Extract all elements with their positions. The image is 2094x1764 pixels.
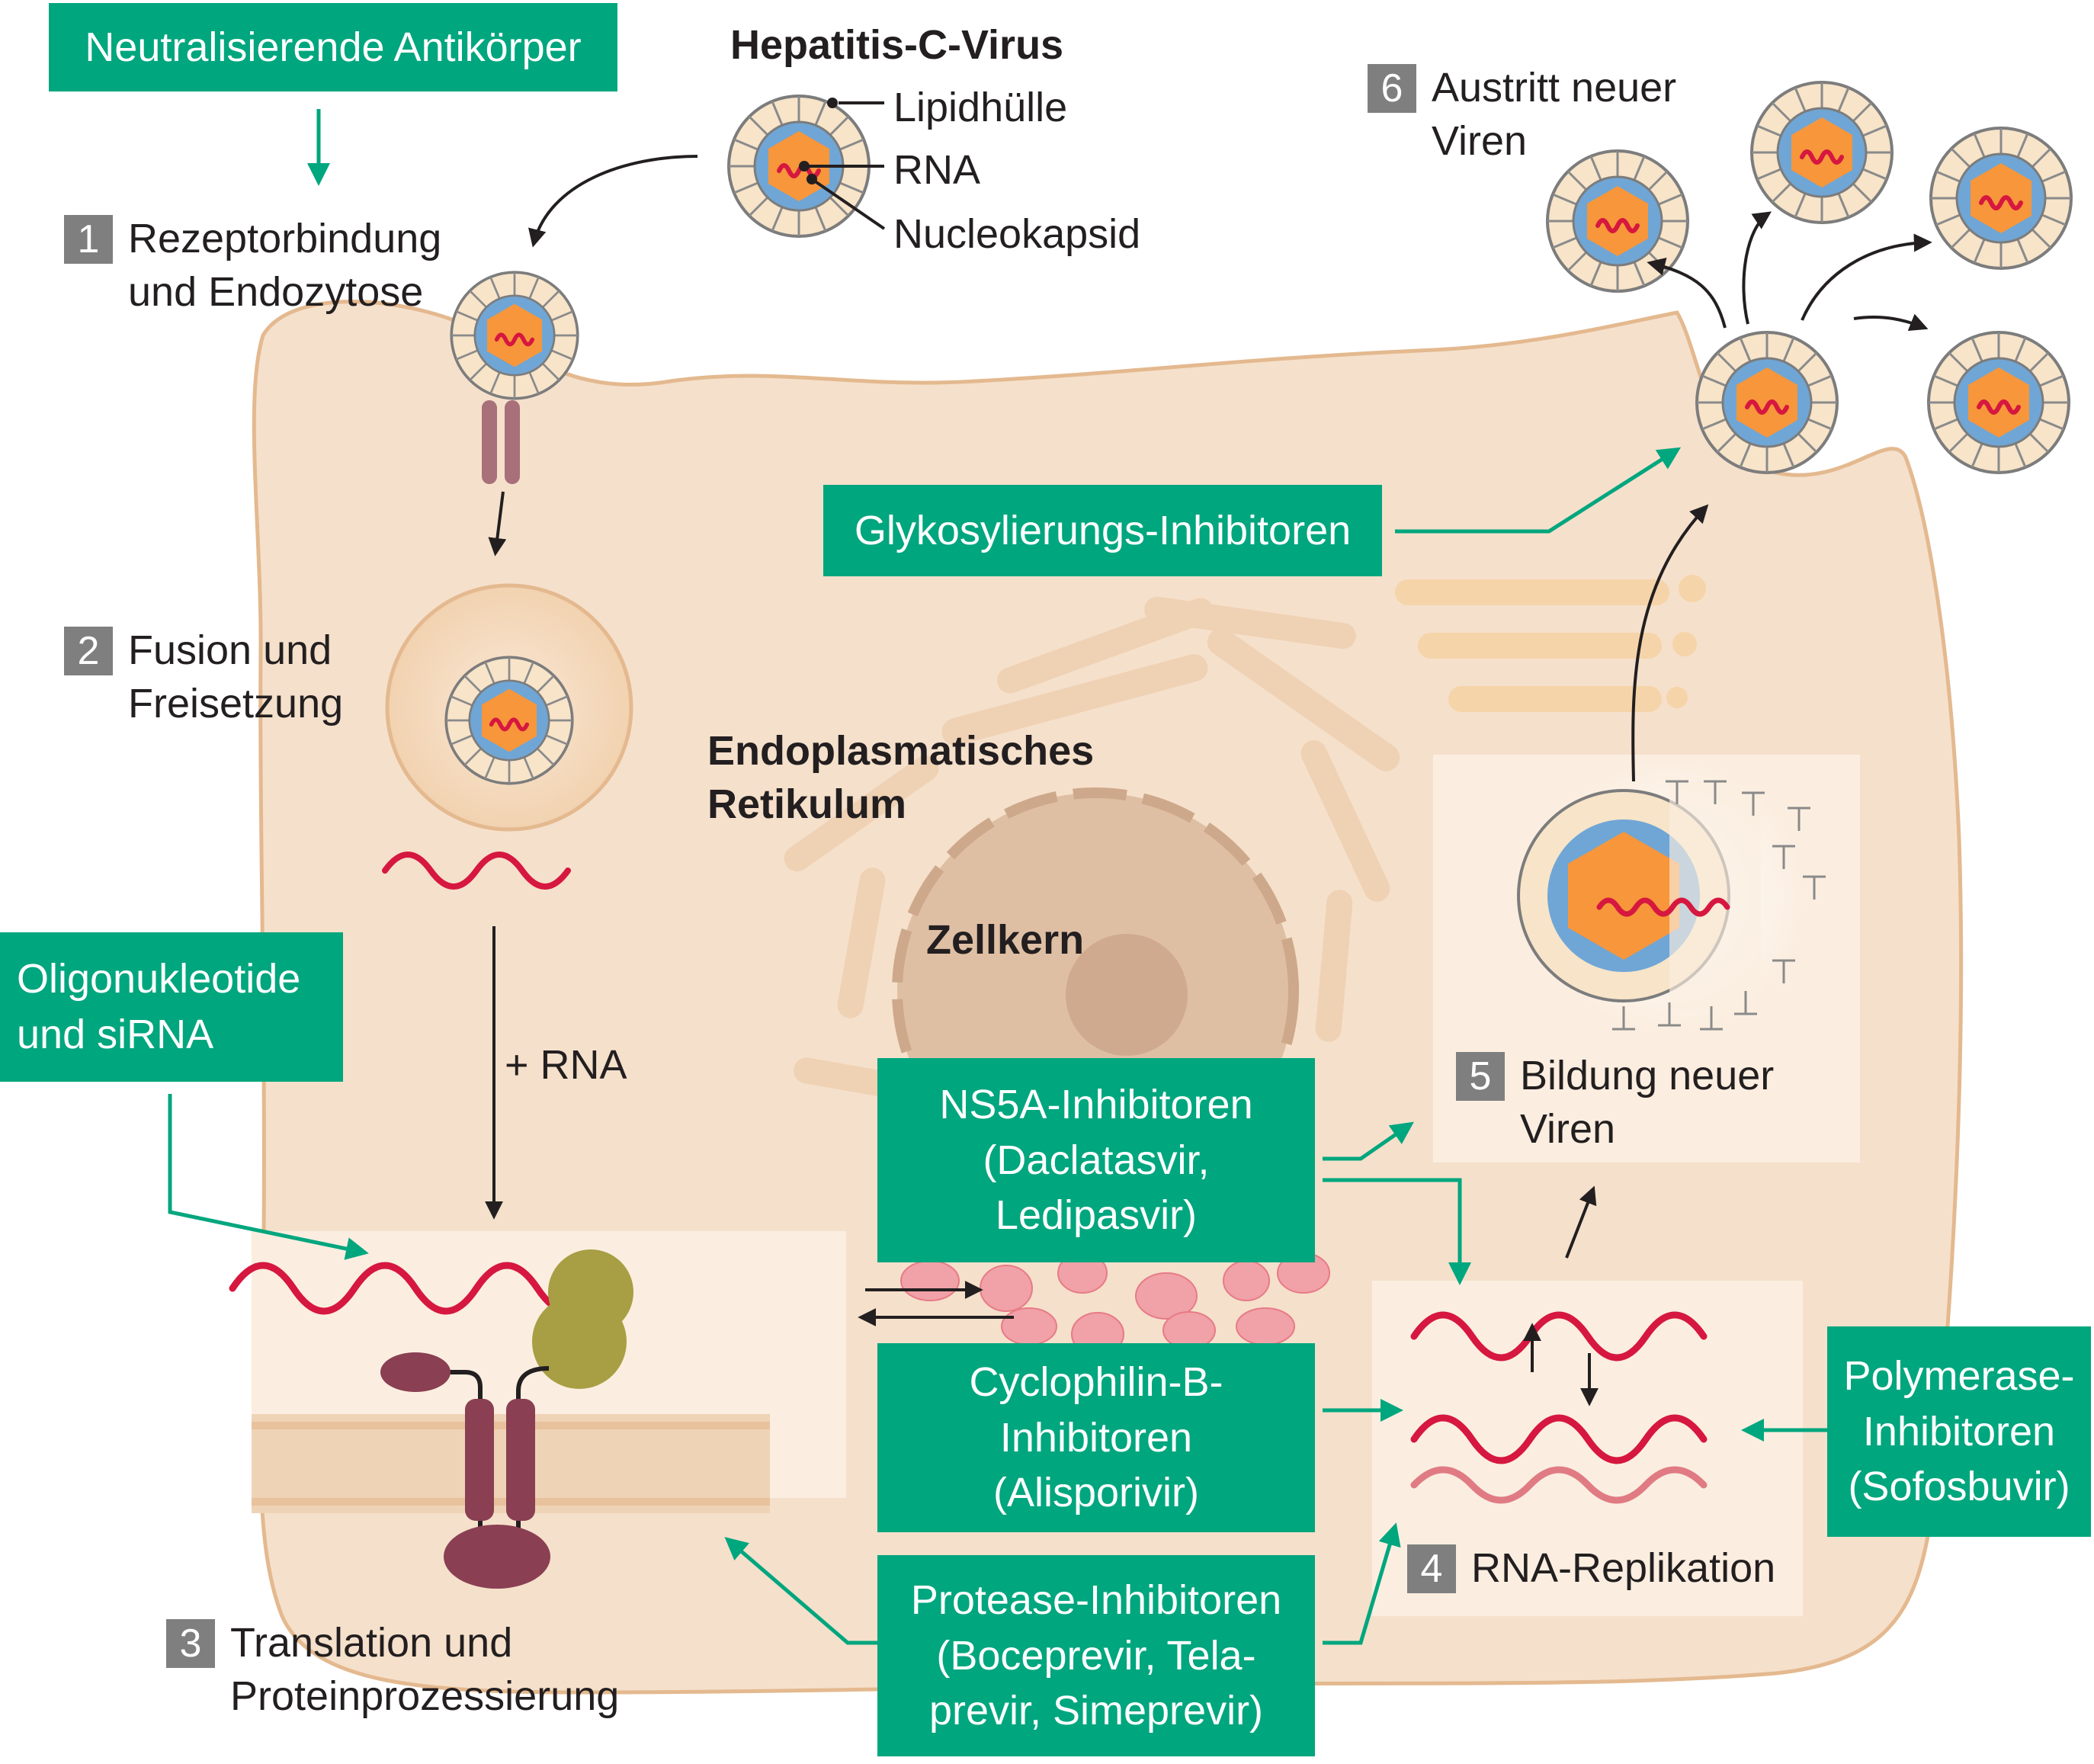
step-5-number: 5 (1456, 1052, 1505, 1101)
protein-bottom (444, 1525, 550, 1589)
drug-cyclophilin-line-1: Cyclophilin-B- (969, 1358, 1223, 1405)
step-2-line-1: Fusion und (128, 627, 332, 673)
step-2-line-2: Freisetzung (128, 681, 344, 727)
step-2-number: 2 (64, 627, 113, 675)
virus-budding (1697, 332, 1837, 473)
step-6-number: 6 (1368, 64, 1416, 113)
drug-box-oligo: Oligonukleotide und siRNA (0, 932, 343, 1082)
step-6-line-2: Viren (1432, 118, 1528, 165)
virus-part-rna: RNA (893, 147, 981, 193)
drug-glycosylation-line-1: Glykosylierungs-Inhibitoren (854, 507, 1352, 553)
virus-entry (451, 272, 578, 399)
drug-polymerase-line-3: (Sofosbuvir) (1848, 1464, 2070, 1510)
virus-assembling (1517, 781, 1761, 1010)
drug-box-cyclophilin: Cyclophilin-B- Inhibitoren (Alisporivir) (877, 1343, 1315, 1532)
drug-cyclophilin-line-2: Inhibitoren (999, 1414, 1193, 1461)
drug-ns5a-line-3: Ledipasvir) (995, 1192, 1198, 1239)
virus-part-envelope: Lipidhülle (893, 85, 1068, 130)
step-1: 1 Rezeptorbindung und Endozytose (64, 212, 441, 319)
rna-free (382, 852, 571, 890)
protein-fragment (380, 1352, 451, 1392)
plus-rna-label: + RNA (505, 1042, 627, 1088)
step-1-line-1: Rezeptorbindung (128, 216, 442, 261)
step-6-line-1: Austritt neuer (1432, 65, 1677, 111)
virus-released-3 (1931, 128, 2071, 268)
glycoproteins (1612, 780, 1826, 1031)
drug-box-antibodies: Neutralisierende Antikörper (49, 3, 617, 91)
step-3-line-1: Translation und (230, 1620, 513, 1666)
virus-fusion (446, 657, 572, 784)
rna-replication-2 (1410, 1414, 1708, 1464)
step-5-line-1: Bildung neuer (1520, 1053, 1775, 1098)
black-arrows (485, 155, 1932, 1406)
step-3-line-2: Proteinprozessierung (230, 1673, 620, 1720)
drug-box-protease: Protease-Inhibitoren (Boceprevir, Tela- … (877, 1555, 1315, 1756)
er-label: Endoplasmatisches Retikulum (707, 724, 1094, 831)
drug-oligo-line-1: Oligonukleotide (17, 956, 301, 1002)
drug-antibodies-line-1: Neutralisierende Antikörper (85, 24, 582, 70)
golgi-structures (1395, 575, 1706, 712)
green-arrows (168, 109, 1829, 1645)
step-4-number: 4 (1407, 1544, 1456, 1593)
step-5-line-2: Viren (1520, 1106, 1616, 1153)
er-label-line-1: Endoplasmatisches (707, 728, 1095, 774)
drug-polymerase-line-2: Inhibitoren (1862, 1408, 2056, 1454)
drug-ns5a-line-1: NS5A-Inhibitoren (939, 1081, 1253, 1127)
rna-replication-3 (1410, 1466, 1708, 1504)
er-label-line-2: Retikulum (707, 781, 907, 828)
step-4: 4 RNA-Replikation (1407, 1541, 1775, 1595)
step-3-number: 3 (166, 1619, 215, 1668)
nucleolus (1066, 934, 1188, 1056)
virus-part-nucleocapsid: Nucleokapsid (893, 211, 1141, 257)
drug-oligo-line-2: und siRNA (17, 1012, 214, 1057)
drug-box-polymerase: Polymerase- Inhibitoren (Sofosbuvir) (1827, 1326, 2091, 1537)
nucleus-label: Zellkern (926, 917, 1085, 963)
ribosome-large (532, 1294, 627, 1389)
membrane-protein-1 (465, 1399, 494, 1521)
step-1-line-2: und Endozytose (128, 269, 424, 316)
step-4-line-1: RNA-Replikation (1471, 1545, 1776, 1591)
drug-box-glycosylation: Glykosylierungs-Inhibitoren (823, 485, 1382, 576)
drug-polymerase-line-1: Polymerase- (1843, 1352, 2075, 1399)
drug-protease-line-2: (Boceprevir, Tela- (936, 1632, 1256, 1679)
virus-released-2 (1752, 82, 1892, 223)
membrane-protein-2 (506, 1399, 535, 1521)
step-1-number: 1 (64, 215, 113, 264)
drug-box-ns5a: NS5A-Inhibitoren (Daclatasvir, Ledipasvi… (877, 1058, 1315, 1262)
drug-cyclophilin-line-3: (Alisporivir) (992, 1470, 1199, 1516)
virus-released-1 (1547, 151, 1688, 291)
rna-replication-1 (1410, 1311, 1708, 1361)
virus-released-4 (1929, 332, 2069, 473)
drug-protease-line-3: previr, Simeprevir) (928, 1688, 1264, 1734)
er-structures (784, 596, 1400, 1103)
replication-vesicles (900, 1252, 1330, 1356)
rna-translation (229, 1262, 602, 1315)
virus-title: Hepatitis-C-Virus (730, 22, 1064, 68)
drug-protease-line-1: Protease-Inhibitoren (910, 1576, 1282, 1623)
drug-ns5a-line-2: (Daclatasvir, (983, 1137, 1210, 1183)
